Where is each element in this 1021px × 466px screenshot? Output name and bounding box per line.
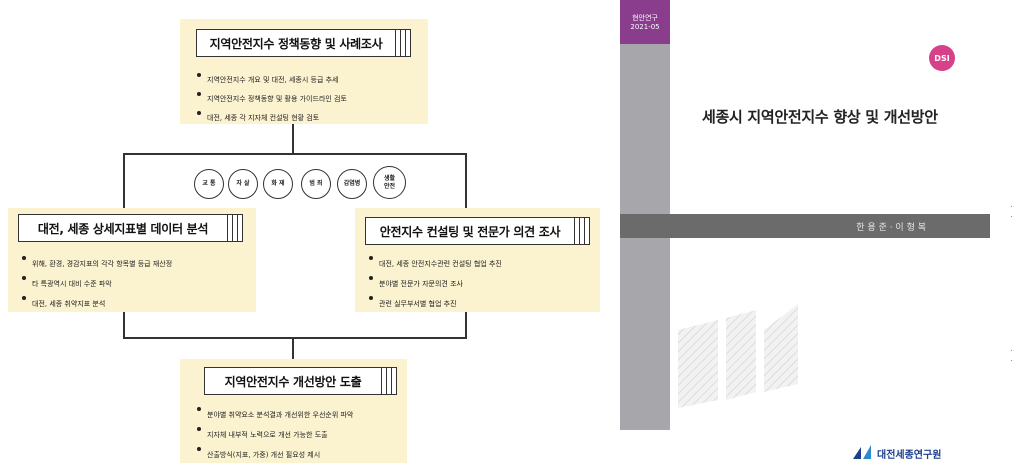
improvement-title: 지역안전지수 개선방안 도출	[204, 367, 382, 395]
bullet-item: 분야별 취약요소 분석결과 개선위한 우선순위 파악	[196, 405, 353, 425]
bullet-item: 위해, 환경, 경감지표의 각각 항목별 등급 재산정	[21, 254, 172, 274]
consulting-title: 안전지수 컨설팅 및 전문가 의견 조사	[365, 217, 575, 245]
connector-upper-horizontal	[123, 153, 467, 155]
cover-title: 세종시 지역안전지수 향상 및 개선방안	[702, 108, 938, 126]
data-analysis-title: 대전, 세종 상세지표별 데이터 분석	[18, 214, 228, 242]
di-emblem-graphic	[678, 304, 798, 408]
data-analysis-panel: 대전, 세종 상세지표별 데이터 분석 위해, 환경, 경감지표의 각각 항목별…	[8, 208, 256, 312]
bullet-item: 관련 실무부서별 협업 추진	[368, 294, 502, 314]
dsi-badge: DSI	[929, 45, 955, 71]
category-circle-life-safety: 생활 안전	[373, 166, 406, 199]
improvement-title-bar: 지역안전지수 개선방안 도출	[204, 367, 397, 395]
bullet-item: 지자체 내부적 노력으로 개선 가능한 도출	[196, 425, 353, 445]
category-circle-traffic: 교 통	[194, 169, 224, 199]
connector-right-up	[465, 312, 467, 338]
category-circle-suicide: 자 살	[228, 169, 258, 199]
policy-survey-title: 지역안전지수 정책동향 및 사례조사	[196, 29, 396, 57]
policy-survey-bullets: 지역안전지수 개요 및 대전, 세종시 등급 추세 지역안전지수 정책동향 및 …	[196, 71, 347, 128]
policy-survey-panel: 지역안전지수 정책동향 및 사례조사 지역안전지수 개요 및 대전, 세종시 등…	[180, 19, 428, 124]
series-label: 현안연구 2021-05	[620, 0, 670, 44]
connector-left-down	[123, 153, 125, 210]
category-circle-fire: 화 재	[263, 169, 293, 199]
bullet-item: 분야별 전문가 자문의견 조사	[368, 274, 502, 294]
bullet-item: 지역안전지수 개요 및 대전, 세종시 등급 추세	[196, 71, 347, 90]
bullet-item: 대전, 세종 취약지표 분석	[21, 294, 172, 314]
bullet-item: 지역안전지수 정책동향 및 활용 가이드라인 검토	[196, 90, 347, 109]
author-names: 한 용 준 · 이 형 복	[856, 223, 926, 233]
publisher-name: 대전세종연구원	[877, 450, 942, 461]
author-band: 한 용 준 · 이 형 복	[620, 214, 990, 238]
consulting-title-bar: 안전지수 컨설팅 및 전문가 의견 조사	[365, 217, 590, 245]
connector-lower-horizontal	[123, 337, 467, 339]
connector-top-down	[292, 124, 294, 154]
consulting-bullets: 대전, 세종 안전지수관련 컨설팅 협업 추진 분야별 전문가 자문의견 조사 …	[368, 254, 502, 314]
data-analysis-title-bar: 대전, 세종 상세지표별 데이터 분석	[18, 214, 243, 242]
connector-right-down	[465, 153, 467, 210]
publisher-logo-icon	[853, 445, 871, 459]
data-analysis-bullets: 위해, 환경, 경감지표의 각각 항목별 등급 재산정 타 특광역시 대비 수준…	[21, 254, 172, 314]
consulting-panel: 안전지수 컨설팅 및 전문가 의견 조사 대전, 세종 안전지수관련 컨설팅 협…	[355, 208, 600, 312]
bullet-item: 대전, 세종 안전지수관련 컨설팅 협업 추진	[368, 254, 502, 274]
bullet-item: 타 특광역시 대비 수준 파악	[21, 274, 172, 294]
improvement-panel: 지역안전지수 개선방안 도출 분야별 취약요소 분석결과 개선위한 우선순위 파…	[180, 359, 407, 463]
margin-dots-lower: . .	[1010, 344, 1014, 364]
report-cover: 현안연구 2021-05 DSI 세종시 지역안전지수 향상 및 개선방안 한 …	[620, 0, 1013, 466]
bullet-item: 산출방식(지표, 가중) 개선 필요성 제시	[196, 445, 353, 465]
connector-bottom-down	[292, 337, 294, 361]
category-circle-infection: 감염병	[337, 169, 367, 199]
policy-survey-title-bar: 지역안전지수 정책동향 및 사례조사	[196, 29, 411, 57]
margin-dots-upper: . .	[1010, 200, 1014, 220]
connector-left-up	[123, 312, 125, 338]
improvement-bullets: 분야별 취약요소 분석결과 개선위한 우선순위 파악 지자체 내부적 노력으로 …	[196, 405, 353, 465]
category-circle-crime: 범 죄	[301, 169, 331, 199]
bullet-item: 대전, 세종 각 지자체 컨설팅 현황 검토	[196, 109, 347, 128]
series-text: 현안연구 2021-05	[630, 14, 660, 31]
